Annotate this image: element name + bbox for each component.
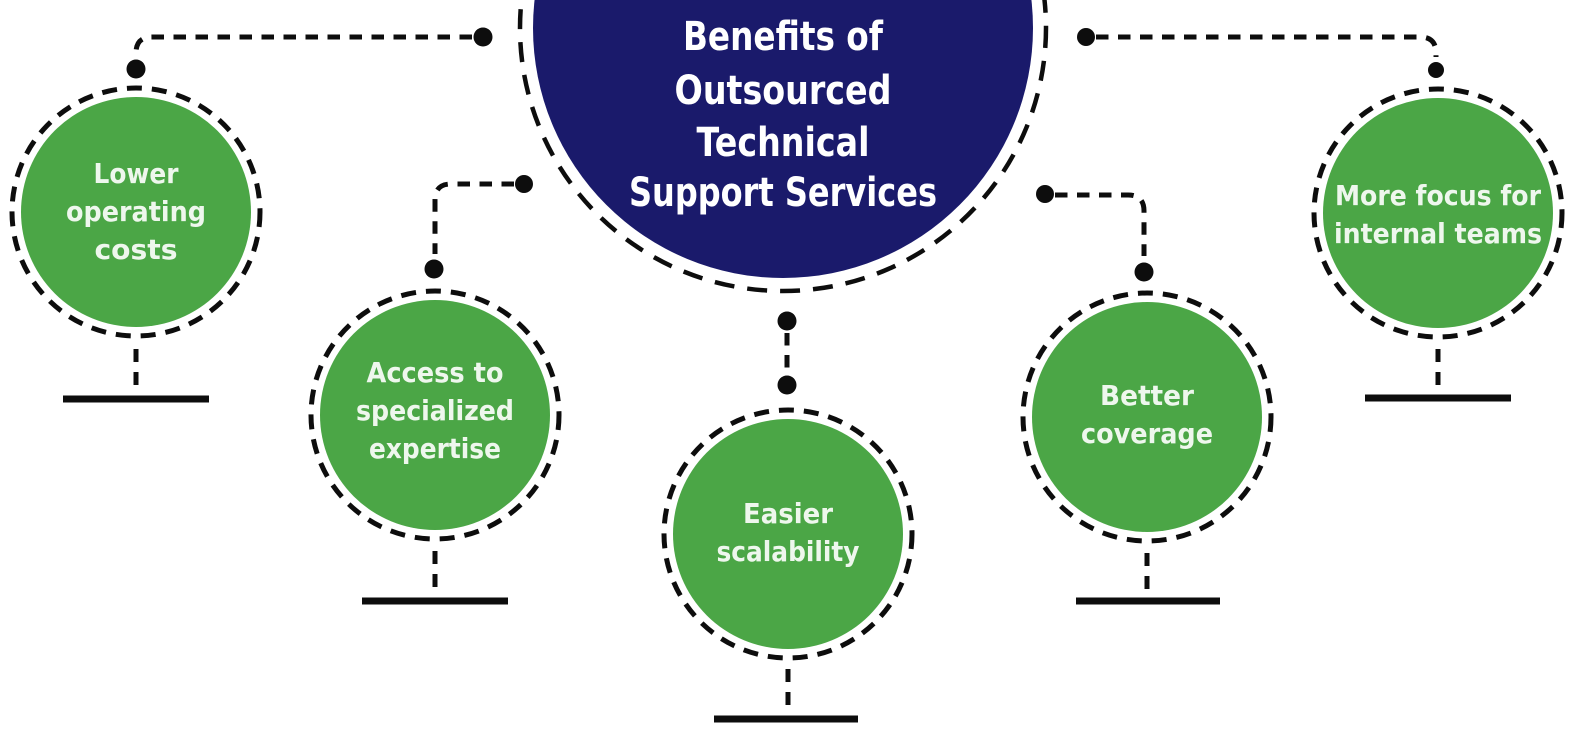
bubble-label-line: specialized [356,394,514,427]
bubble-label-line: internal teams [1334,217,1542,250]
benefit-bubble-access-specialized-expertise: Access to specialized expertise [308,288,562,605]
central-circle [533,0,1033,278]
connector-start-dot [1077,28,1095,46]
connector-start-dot [1036,185,1054,203]
benefit-bubble-more-focus-internal-teams: More focus for internal teams [1311,86,1565,402]
connector-dashed-path [1096,34,1439,57]
bubble-label-line: Lower [94,157,179,190]
connector-dashed-path [432,181,514,254]
connector-dashed-path [1055,192,1147,256]
title-line: Support Services [629,170,937,216]
bubble-label-line: More focus for [1335,179,1541,212]
bubble-dashed-ring [661,407,915,661]
connector-end-dot [126,59,146,79]
connector-more-focus-internal-teams [1077,28,1444,78]
title-line: Outsourced [675,68,892,114]
bubble-circle [673,419,903,649]
bubble-dashed-ring [1020,290,1274,544]
bubble-label-line: expertise [369,432,501,465]
connector-lower-operating-costs [126,27,493,79]
connector-end-dot [777,375,797,395]
bubble-label-line: Better [1100,379,1194,412]
bubble-label-line: costs [95,233,178,266]
bubble-circle [1032,302,1262,532]
bubble-circle [320,300,550,530]
connector-easier-scalability [777,311,797,395]
bubble-label-line: Access to [367,356,504,389]
connector-end-dot [1428,62,1444,78]
connector-end-dot [424,259,444,279]
connector-end-dot [1134,262,1154,282]
bubble-label-line: Easier [743,497,833,530]
connector-start-dot [473,27,493,47]
bubble-label-line: operating [66,195,206,228]
title-line: Benefits of [683,14,883,60]
bubble-circle [1323,98,1553,328]
bubble-dashed-ring [9,85,263,339]
connector-access-specialized-expertise [424,175,533,279]
bubble-circle [21,97,251,327]
connector-better-coverage [1036,185,1154,282]
connector-dashed-path [133,34,472,57]
bubble-label-line: coverage [1081,417,1213,450]
benefit-bubble-better-coverage: Better coverage [1020,290,1274,605]
benefit-bubble-lower-operating-costs: Lower operating costs [9,85,263,403]
bubble-dashed-ring [308,288,562,542]
benefit-bubble-easier-scalability: Easier scalability [661,407,915,723]
bubble-label-line: scalability [717,535,860,568]
title-line: Technical [697,120,870,166]
central-dashed-ring [517,0,1049,294]
connector-start-dot [777,311,797,331]
central-hub: Benefits of Outsourced Technical Support… [517,0,1049,294]
connector-start-dot [515,175,533,193]
bubble-dashed-ring [1311,86,1565,340]
